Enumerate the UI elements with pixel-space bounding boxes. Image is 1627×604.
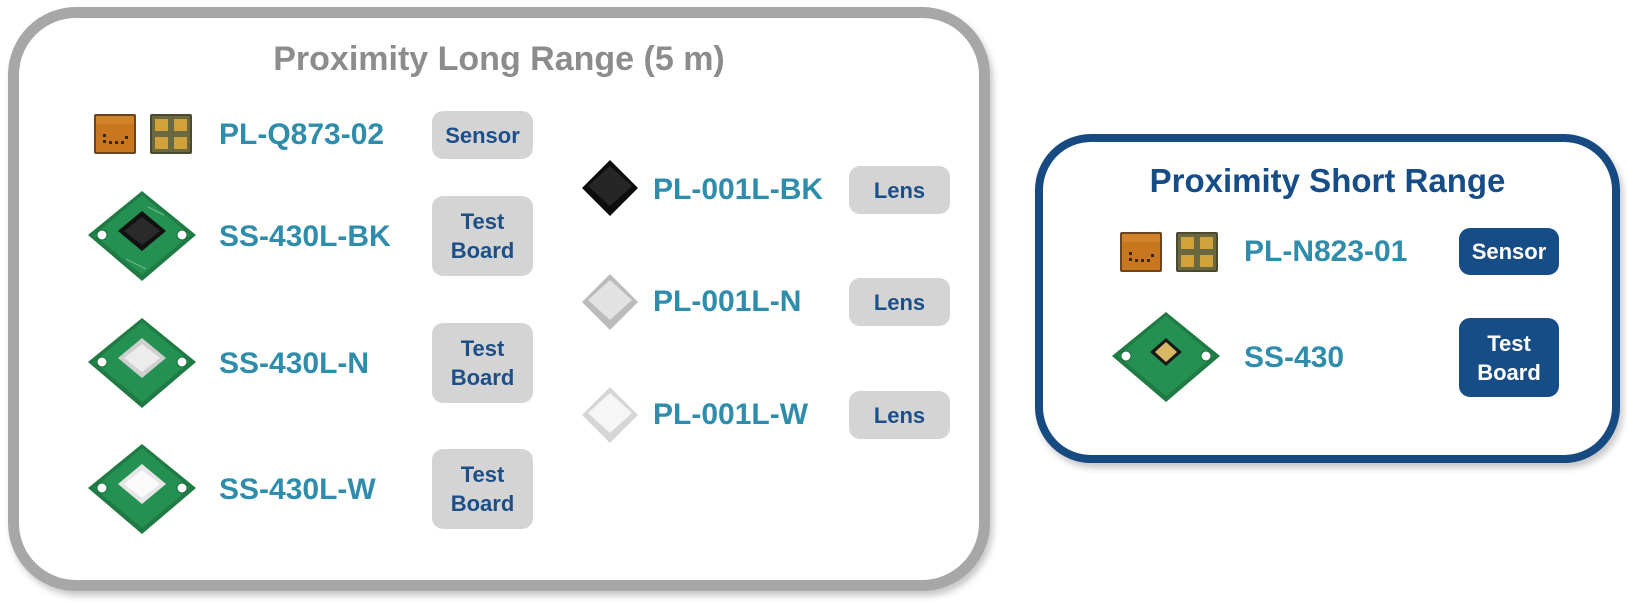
- short-range-panel: Proximity Short Range: [1035, 134, 1620, 463]
- tag-lens-bk: Lens: [849, 166, 950, 214]
- part-label-pl-001l-bk: PL-001L-BK: [653, 173, 824, 206]
- lens-w-icon: [582, 387, 638, 443]
- part-label-pl-n823-01: PL-N823-01: [1244, 235, 1408, 268]
- part-label-ss-430: SS-430: [1244, 341, 1345, 374]
- lens-n-icon: [582, 274, 638, 330]
- part-label-pl-001l-w: PL-001L-W: [653, 398, 809, 431]
- tag-sensor-short: Sensor: [1459, 228, 1559, 275]
- test-board-bk-icon: [88, 191, 196, 281]
- test-board-short-icon: [1112, 312, 1220, 402]
- part-label-ss-430l-w: SS-430L-W: [219, 473, 376, 506]
- tag-sensor-long: Sensor: [432, 111, 533, 159]
- part-label-pl-q873-02: PL-Q873-02: [219, 118, 385, 151]
- tag-test-board-short: Test Board: [1459, 318, 1559, 397]
- test-board-n-icon: [88, 318, 196, 408]
- tag-test-board-n: Test Board: [432, 323, 533, 403]
- tag-test-board-w: Test Board: [432, 449, 533, 529]
- lens-bk-icon: [582, 160, 638, 216]
- sensor-chip-bottom-icon: [150, 114, 192, 154]
- part-label-ss-430l-n: SS-430L-N: [219, 347, 370, 380]
- sensor-chip-top-short-icon: [1120, 232, 1162, 272]
- part-label-pl-001l-n: PL-001L-N: [653, 285, 802, 318]
- tag-lens-w: Lens: [849, 391, 950, 439]
- short-range-title: Proximity Short Range: [1149, 162, 1506, 199]
- test-board-w-icon: [88, 444, 196, 534]
- tag-test-board-bk: Test Board: [432, 196, 533, 276]
- long-range-title: Proximity Long Range (5 m): [273, 40, 725, 78]
- sensor-chip-top-icon: [94, 114, 136, 154]
- sensor-chip-bottom-short-icon: [1176, 232, 1218, 272]
- tag-lens-n: Lens: [849, 278, 950, 326]
- part-label-ss-430l-bk: SS-430L-BK: [219, 220, 391, 253]
